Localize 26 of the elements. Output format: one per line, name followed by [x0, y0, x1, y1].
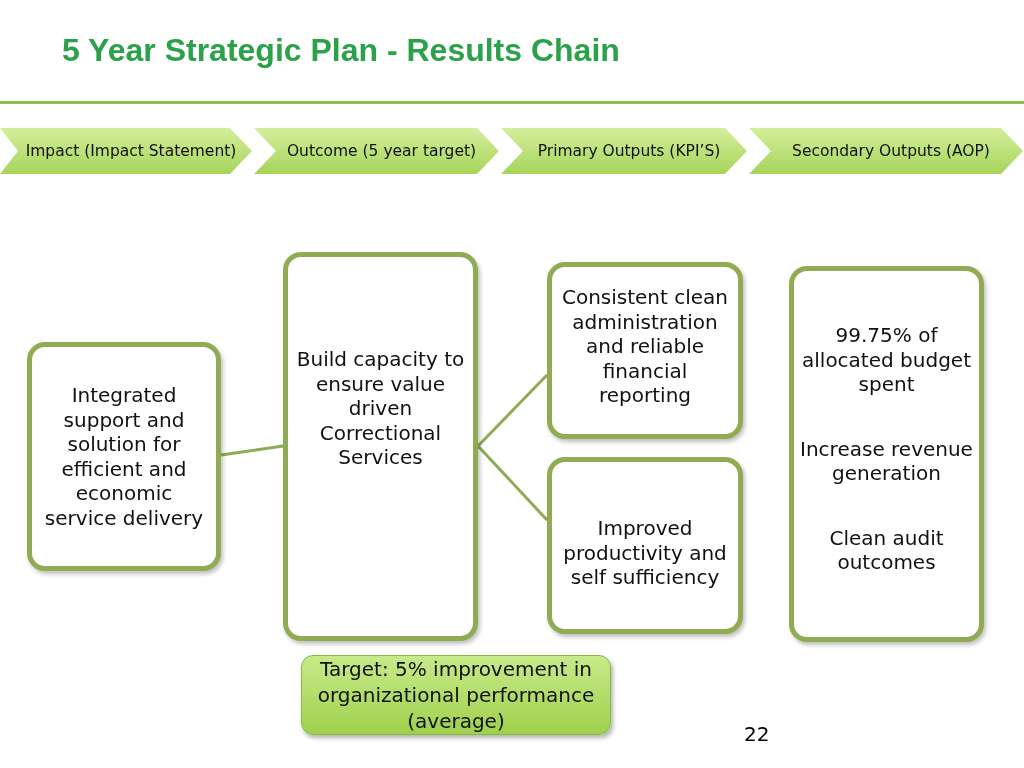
stage-banner	[254, 128, 499, 174]
stage-label: Impact (Impact Statement)	[25, 142, 237, 160]
process-box	[283, 252, 478, 641]
connector-line	[220, 444, 284, 457]
stage-label: Secondary Outputs (AOP)	[792, 142, 990, 160]
stage-banner	[0, 128, 252, 174]
connector-line	[476, 373, 549, 448]
stage-banner	[501, 128, 747, 174]
box-text: 99.75% of allocated budget spent	[801, 323, 972, 397]
process-box	[27, 342, 221, 571]
process-box	[547, 457, 743, 634]
page-number: 22	[744, 722, 770, 746]
process-box	[789, 266, 984, 642]
box-text: Increase revenue generation	[800, 436, 973, 486]
stage-banner	[749, 128, 1023, 174]
box-text: Integrated support and solution for efficient and economic service delivery	[43, 383, 205, 530]
stage-label: Outcome (5 year target)	[286, 142, 477, 160]
box-text: Target: 5% improvement in organizational performance (average)	[316, 656, 596, 734]
box-text: Clean audit outcomes	[828, 525, 945, 575]
slide-title: 5 Year Strategic Plan - Results Chain	[62, 32, 620, 69]
box-text: Build capacity to ensure value driven Correctional Services	[295, 347, 466, 470]
box-text: Improved productivity and self sufficiency	[562, 516, 728, 590]
box-text: Consistent clean administration and reliable financial reporting	[560, 285, 730, 408]
connector-line	[476, 444, 549, 522]
stage-label: Primary Outputs (KPI’S)	[537, 142, 721, 160]
process-box	[547, 262, 743, 439]
